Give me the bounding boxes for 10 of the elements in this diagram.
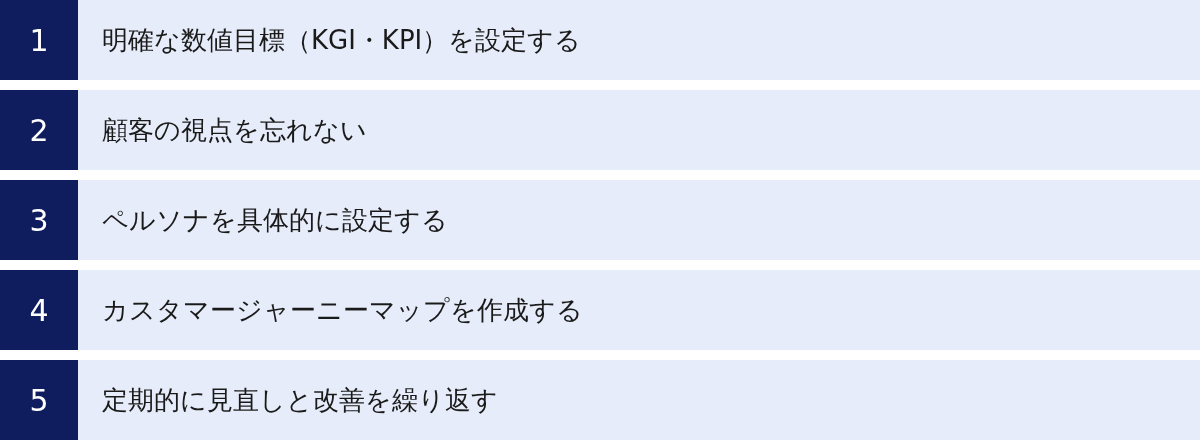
step-band: 定期的に見直しと改善を繰り返す	[78, 360, 1200, 440]
number-box: 2	[0, 90, 78, 170]
number-box: 5	[0, 360, 78, 440]
step-band: 顧客の視点を忘れない	[78, 90, 1200, 170]
step-band: ペルソナを具体的に設定する	[78, 180, 1200, 260]
number-box: 4	[0, 270, 78, 350]
step-band: カスタマージャーニーマップを作成する	[78, 270, 1200, 350]
number-box: 1	[0, 0, 78, 80]
number-box: 3	[0, 180, 78, 260]
step-band: 明確な数値目標（KGI・KPI）を設定する	[78, 0, 1200, 80]
